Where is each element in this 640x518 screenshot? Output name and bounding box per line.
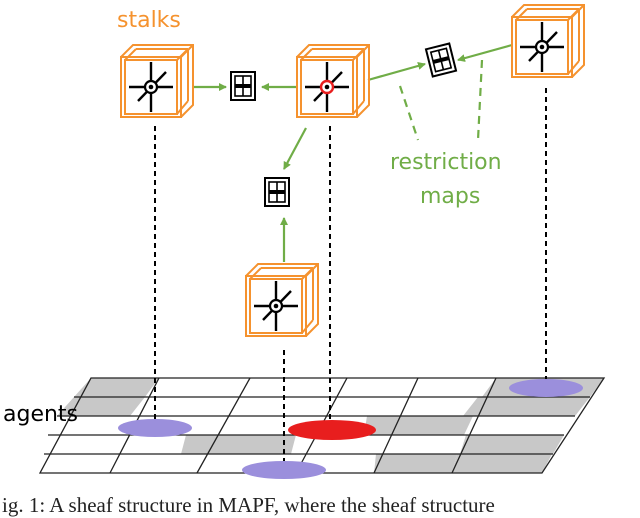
figure-caption: ig. 1: A sheaf structure in MAPF, where …	[2, 493, 495, 517]
stalk-cube	[244, 262, 320, 338]
stalk-cube	[119, 43, 195, 119]
matrix-box-icon	[264, 177, 290, 207]
agent-marker	[509, 379, 583, 397]
agent-marker	[118, 419, 192, 437]
agent-connectors	[154, 88, 547, 470]
restriction-maps-label-line2: maps	[420, 184, 481, 209]
stalks-label: stalks	[117, 8, 181, 33]
matrix-box-icon	[230, 71, 256, 101]
restriction-leaders	[398, 59, 484, 141]
agent-marker	[242, 461, 326, 479]
stalk-cube	[295, 43, 371, 119]
restriction-maps-label-line1: restriction	[390, 150, 502, 175]
stalk-cube	[510, 3, 586, 79]
agents-label: agents	[3, 402, 79, 427]
agents-markers	[118, 379, 583, 479]
matrix-box-icon	[424, 42, 458, 78]
agent-marker-highlight	[288, 420, 376, 440]
grid-floor	[38, 377, 606, 474]
restriction-arrows	[194, 43, 513, 262]
